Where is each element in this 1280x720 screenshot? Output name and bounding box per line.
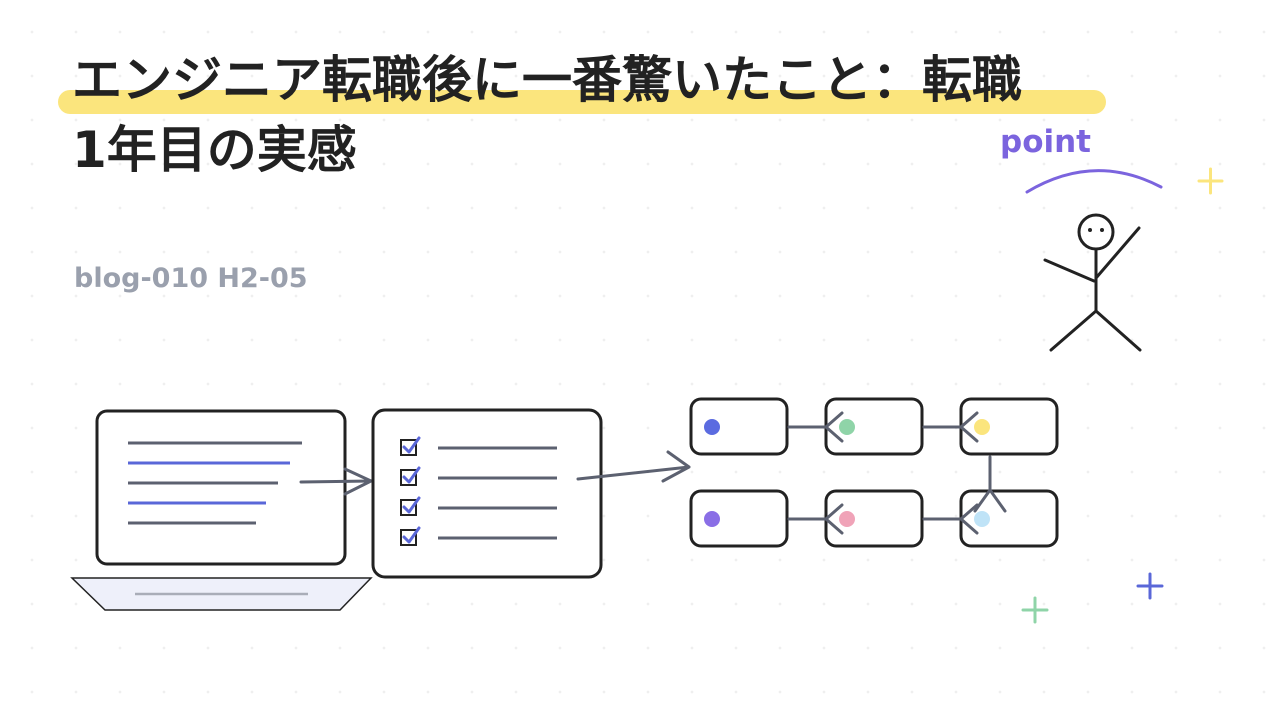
stick-figure-arc bbox=[1025, 169, 1163, 194]
laptop-icon bbox=[70, 409, 373, 611]
stick-figure-eye-left bbox=[1088, 228, 1092, 232]
point-label: point bbox=[1000, 124, 1092, 160]
plus-icon bbox=[1136, 572, 1164, 600]
node-arrow-3 bbox=[787, 503, 844, 535]
node-dot-icon bbox=[974, 511, 990, 527]
plus-icon bbox=[1197, 167, 1224, 195]
checkmark-icon bbox=[402, 466, 421, 484]
node-card-4 bbox=[689, 489, 789, 548]
checkbox-3 bbox=[400, 499, 417, 516]
page-title-line-1: エンジニア転職後に一番驚いたこと：転職 bbox=[72, 51, 1022, 109]
checkmark-icon bbox=[402, 526, 421, 544]
stick-figure-leg-right bbox=[1094, 309, 1142, 352]
stick-figure-icon bbox=[1025, 169, 1163, 352]
page-title-line-2: 1年目の実感 bbox=[72, 121, 357, 179]
node-arrow-2 bbox=[922, 411, 979, 443]
laptop-screen bbox=[95, 409, 347, 566]
node-grid bbox=[689, 397, 1059, 548]
title-highlight bbox=[58, 90, 1106, 114]
arrow-connector-2 bbox=[576, 450, 691, 483]
arrow-connector-1 bbox=[299, 467, 373, 496]
node-dot-icon bbox=[704, 419, 720, 435]
stick-figure-arm-right bbox=[1094, 226, 1141, 280]
stick-figure-arm-left bbox=[1043, 258, 1096, 283]
checkbox-1 bbox=[400, 439, 417, 456]
plus-icon bbox=[1021, 596, 1049, 624]
node-dot-icon bbox=[974, 419, 990, 435]
node-card-1 bbox=[689, 397, 789, 456]
post-meta-label: blog-010 H2-05 bbox=[74, 263, 308, 294]
checklist-icon bbox=[371, 408, 603, 579]
node-dot-icon bbox=[839, 419, 855, 435]
checkbox-2 bbox=[400, 469, 417, 486]
node-dot-icon bbox=[704, 511, 720, 527]
checkmark-icon bbox=[402, 496, 421, 514]
stick-figure-leg-left bbox=[1049, 309, 1098, 352]
node-arrow-5 bbox=[973, 455, 1007, 513]
node-dot-icon bbox=[839, 511, 855, 527]
node-arrow-4 bbox=[922, 503, 979, 535]
stick-figure-eye-right bbox=[1100, 228, 1104, 232]
checklist-card bbox=[371, 408, 603, 579]
node-arrow-1 bbox=[787, 411, 844, 443]
stick-figure-head bbox=[1077, 213, 1115, 251]
checkbox-4 bbox=[400, 529, 417, 546]
checkmark-icon bbox=[402, 436, 421, 454]
